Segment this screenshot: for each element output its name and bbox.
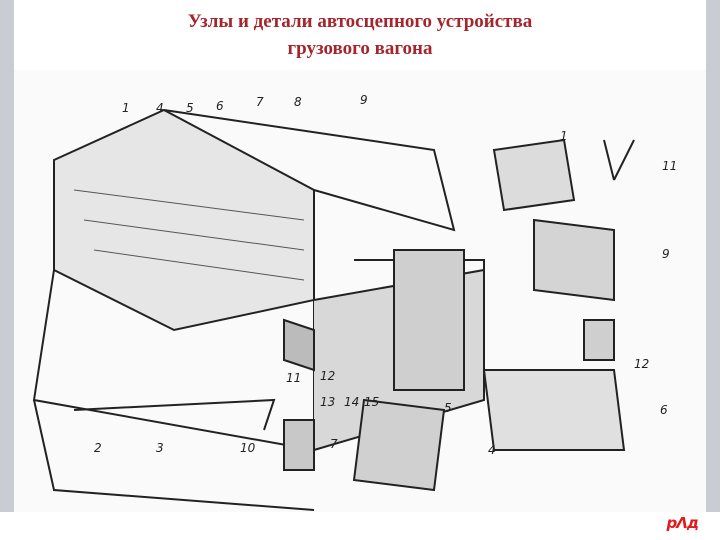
drawing-svg (32, 108, 635, 511)
callout-1-right: 1 (560, 129, 568, 143)
rzd-logo: рɅд (666, 514, 699, 532)
callout-9: 9 (360, 93, 368, 107)
callout-10: 10 (240, 441, 256, 455)
callout-11: 11 (286, 371, 301, 385)
callout-1: 1 (122, 101, 130, 115)
footer-bar (0, 512, 720, 540)
callout-15: 15 (364, 395, 379, 409)
technical-drawing: 1 4 5 6 7 8 9 1 11 9 12 6 2 3 10 7 5 4 1… (14, 70, 706, 512)
callout-11-right: 11 (662, 159, 677, 173)
parts-drawing (283, 138, 635, 492)
callout-9-right: 9 (662, 247, 670, 261)
callout-8: 8 (294, 95, 302, 109)
callout-14: 14 (344, 395, 359, 409)
callout-3: 3 (156, 441, 164, 455)
callout-2: 2 (94, 441, 102, 455)
right-side-band (706, 0, 720, 540)
title-line-1: Узлы и детали автосцепного устройства (187, 11, 533, 32)
callout-7-bottom: 7 (330, 437, 338, 451)
callout-12-right: 12 (634, 357, 649, 371)
slide-title: Узлы и детали автосцепного устройства гр… (0, 8, 720, 62)
callout-7: 7 (256, 95, 264, 109)
left-side-band (0, 0, 14, 540)
callout-12: 12 (320, 369, 335, 383)
callout-6: 6 (216, 99, 224, 113)
callout-6-right: 6 (660, 403, 668, 417)
callout-4-bottom: 4 (488, 443, 496, 457)
callouts-layer: 1 4 5 6 7 8 9 1 11 9 12 6 2 3 10 7 5 4 1… (94, 93, 677, 457)
title-line-2: грузового вагона (287, 38, 433, 59)
callout-5: 5 (186, 101, 194, 115)
callout-5-bottom: 5 (444, 401, 452, 415)
callout-13: 13 (320, 395, 335, 409)
callout-4: 4 (156, 101, 164, 115)
uncoupling-rod (73, 398, 276, 431)
